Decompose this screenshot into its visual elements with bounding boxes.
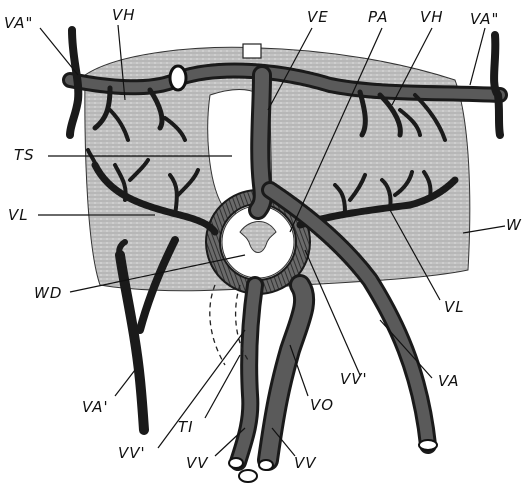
label-va: VA bbox=[438, 374, 460, 389]
right-outer-vessel bbox=[494, 35, 500, 135]
vessel-opening-bottom-left bbox=[229, 458, 243, 468]
label-vh-left: VH bbox=[112, 8, 136, 23]
label-vv-right: VV bbox=[294, 456, 317, 471]
label-vv-prime-bottom: VV' bbox=[118, 446, 146, 461]
neural-tube-top bbox=[243, 44, 261, 58]
label-vl-right: VL bbox=[444, 300, 465, 315]
label-vv-left: VV bbox=[186, 456, 209, 471]
vessel-opening-top bbox=[170, 66, 186, 90]
label-wd: WD bbox=[34, 286, 62, 301]
label-ts: TS bbox=[14, 148, 35, 163]
label-vh-right: VH bbox=[420, 10, 444, 25]
label-vo: VO bbox=[310, 398, 334, 413]
label-va-double-right: VA" bbox=[470, 12, 499, 27]
vessel-opening-right bbox=[419, 440, 437, 450]
vessel-opening-bottom-right bbox=[259, 460, 273, 470]
lower-vessel-trunk bbox=[238, 285, 304, 462]
label-pa: PA bbox=[368, 10, 389, 25]
label-ve: VE bbox=[307, 10, 329, 25]
label-w: W bbox=[506, 218, 522, 233]
label-vv-prime-right: VV' bbox=[340, 372, 368, 387]
label-ti: TI bbox=[178, 420, 194, 435]
label-va-prime: VA' bbox=[82, 400, 109, 415]
vessel-opening-bottom-center bbox=[239, 470, 257, 482]
label-va-double-left: VA" bbox=[4, 16, 33, 31]
label-vl-left: VL bbox=[8, 208, 29, 223]
